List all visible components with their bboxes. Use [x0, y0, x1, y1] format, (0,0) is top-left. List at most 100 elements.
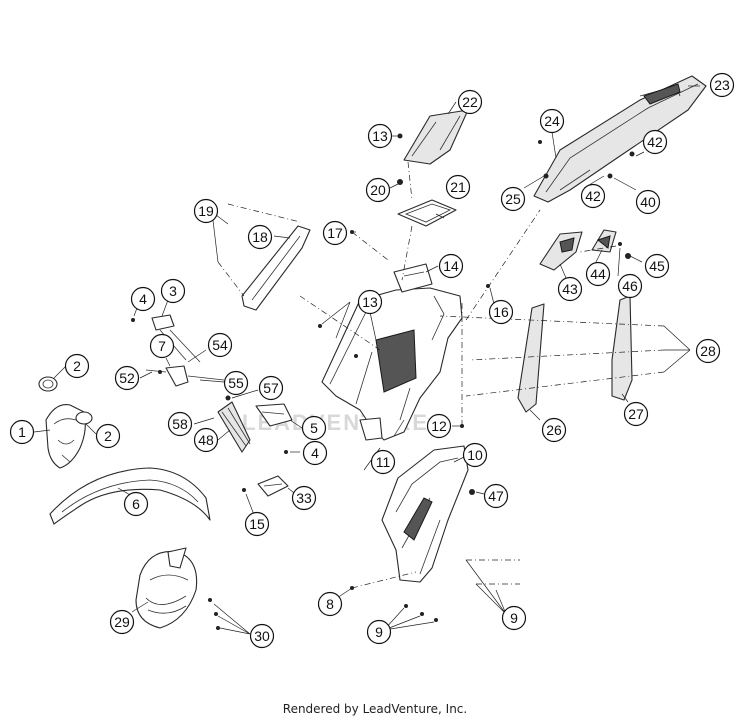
callout-4[interactable]: 4 — [130, 286, 156, 312]
callout-18[interactable]: 18 — [247, 224, 273, 250]
svg-text:42: 42 — [585, 188, 601, 204]
callout-42[interactable]: 42 — [642, 129, 668, 155]
callout-45[interactable]: 45 — [644, 253, 670, 279]
svg-text:8: 8 — [326, 596, 334, 612]
callout-22[interactable]: 22 — [457, 89, 483, 115]
grab-bracket-part — [539, 229, 617, 271]
svg-text:54: 54 — [212, 337, 228, 353]
svg-text:29: 29 — [114, 614, 130, 630]
svg-text:42: 42 — [647, 134, 663, 150]
callout-57[interactable]: 57 — [258, 375, 284, 401]
signal-lamp-part — [38, 376, 93, 425]
callout-16[interactable]: 16 — [488, 299, 514, 325]
svg-text:11: 11 — [376, 454, 391, 470]
callout-30[interactable]: 30 — [249, 623, 275, 649]
svg-text:22: 22 — [462, 94, 478, 110]
svg-text:17: 17 — [327, 225, 343, 241]
callout-54[interactable]: 54 — [207, 332, 233, 358]
callout-21[interactable]: 21 — [445, 174, 471, 200]
svg-text:7: 7 — [158, 338, 166, 354]
callout-3[interactable]: 3 — [160, 278, 186, 304]
callout-52[interactable]: 52 — [114, 365, 140, 391]
callout-13[interactable]: 13 — [367, 123, 393, 149]
svg-text:23: 23 — [714, 77, 730, 93]
svg-text:15: 15 — [249, 516, 265, 532]
callout-15[interactable]: 15 — [244, 511, 270, 537]
callout-19[interactable]: 19 — [193, 198, 219, 224]
svg-text:47: 47 — [488, 488, 504, 504]
callout-7[interactable]: 7 — [149, 333, 175, 359]
svg-text:58: 58 — [172, 416, 188, 432]
reflector-plate-part — [217, 401, 251, 453]
callout-14[interactable]: 14 — [438, 253, 464, 279]
callout-20[interactable]: 20 — [365, 177, 391, 203]
callout-4[interactable]: 4 — [302, 440, 328, 466]
callout-48[interactable]: 48 — [193, 427, 219, 453]
callout-29[interactable]: 29 — [109, 609, 135, 635]
callout-27[interactable]: 27 — [623, 401, 649, 427]
callout-13[interactable]: 13 — [357, 289, 383, 315]
svg-text:16: 16 — [493, 304, 509, 320]
mount-bracket-part — [255, 403, 293, 427]
upper-cover-part — [403, 109, 469, 165]
callout-43[interactable]: 43 — [557, 276, 583, 302]
callout-10[interactable]: 10 — [462, 442, 488, 468]
svg-text:28: 28 — [700, 343, 716, 359]
callout-33[interactable]: 33 — [291, 485, 317, 511]
callout-6[interactable]: 6 — [123, 491, 149, 517]
svg-text:4: 4 — [311, 445, 319, 461]
svg-text:30: 30 — [254, 628, 270, 644]
callout-2[interactable]: 2 — [95, 423, 121, 449]
svg-text:26: 26 — [546, 422, 562, 438]
headlight-mask-part — [45, 404, 86, 469]
svg-text:2: 2 — [104, 428, 112, 444]
front-fender-part — [49, 467, 211, 525]
callout-8[interactable]: 8 — [317, 591, 343, 617]
svg-text:21: 21 — [450, 179, 466, 195]
svg-text:40: 40 — [640, 194, 656, 210]
wire-bracket-part — [145, 365, 225, 387]
svg-text:12: 12 — [431, 418, 447, 434]
svg-text:6: 6 — [132, 496, 140, 512]
number-plate-part — [517, 303, 545, 413]
svg-text:52: 52 — [119, 370, 135, 386]
callout-9[interactable]: 9 — [501, 605, 527, 631]
svg-text:55: 55 — [228, 375, 244, 391]
svg-text:45: 45 — [649, 258, 665, 274]
callout-46[interactable]: 46 — [617, 273, 643, 299]
svg-text:4: 4 — [139, 291, 147, 307]
callout-26[interactable]: 26 — [541, 417, 567, 443]
svg-text:33: 33 — [296, 490, 312, 506]
svg-text:18: 18 — [252, 229, 268, 245]
callout-44[interactable]: 44 — [585, 261, 611, 287]
svg-text:13: 13 — [372, 128, 388, 144]
svg-text:57: 57 — [263, 380, 279, 396]
callout-9[interactable]: 9 — [366, 619, 392, 645]
callout-23[interactable]: 23 — [709, 72, 735, 98]
callout-40[interactable]: 40 — [635, 189, 661, 215]
rendered-by-caption: Rendered by LeadVenture, Inc. — [282, 702, 468, 716]
svg-text:9: 9 — [375, 624, 383, 640]
svg-text:3: 3 — [169, 283, 177, 299]
callout-2[interactable]: 2 — [64, 353, 90, 379]
svg-text:10: 10 — [467, 447, 483, 463]
callout-58[interactable]: 58 — [167, 411, 193, 437]
callout-24[interactable]: 24 — [539, 108, 565, 134]
callout-12[interactable]: 12 — [426, 413, 452, 439]
callout-11[interactable]: 11 — [370, 449, 396, 475]
cable-bracket-part — [151, 314, 201, 363]
callout-28[interactable]: 28 — [695, 338, 721, 364]
callout-17[interactable]: 17 — [322, 220, 348, 246]
rear-panel-part — [611, 295, 633, 401]
callout-1[interactable]: 1 — [9, 419, 35, 445]
callout-42[interactable]: 42 — [580, 183, 606, 209]
callouts: 1 2 2 3 4 4 5 6 7 8 9 9 10 11 12 13 13 1… — [9, 72, 735, 649]
callout-55[interactable]: 55 — [223, 370, 249, 396]
svg-text:14: 14 — [443, 258, 459, 274]
upper-bracket-part — [393, 263, 433, 293]
callout-25[interactable]: 25 — [500, 186, 526, 212]
callout-5[interactable]: 5 — [301, 415, 327, 441]
callout-47[interactable]: 47 — [483, 483, 509, 509]
svg-text:5: 5 — [310, 420, 318, 436]
